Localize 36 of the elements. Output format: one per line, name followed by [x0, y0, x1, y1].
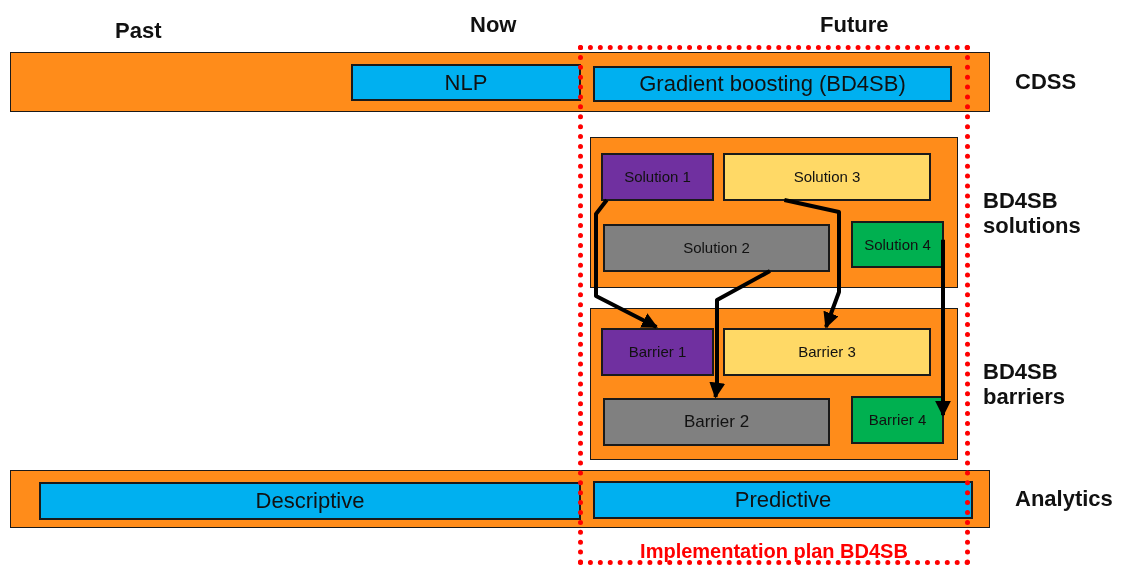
- group-heading: BD4SB solutions: [983, 187, 1082, 238]
- timeline-label: Future: [820, 12, 889, 38]
- box-label: Solution 4: [864, 235, 931, 254]
- group-heading: Implementation plan BD4SB: [639, 540, 909, 563]
- box-label: Barrier 1: [628, 343, 687, 361]
- process-box: [851, 221, 944, 268]
- box-label: Predictive: [734, 487, 832, 513]
- arrow: [935, 239, 951, 417]
- group-heading: Analytics: [1015, 486, 1114, 512]
- box-label: Descriptive: [255, 488, 365, 514]
- box-label: Solution 1: [624, 168, 691, 186]
- process-box: [351, 64, 581, 101]
- box-label: Solution 2: [683, 239, 750, 257]
- process-box: [603, 398, 830, 446]
- box-label: Solution 3: [793, 168, 861, 186]
- arrow: [594, 198, 658, 329]
- timeline-label: Now: [470, 12, 517, 38]
- process-box: [601, 153, 714, 201]
- process-box: [723, 153, 931, 201]
- timeline-label: Past: [115, 18, 162, 44]
- process-box: [603, 224, 830, 272]
- process-box: [593, 481, 973, 519]
- process-box: [851, 396, 944, 444]
- process-box: [593, 66, 952, 102]
- group-heading: CDSS: [1015, 69, 1078, 95]
- process-box: [601, 328, 714, 376]
- group-heading: BD4SB barriers: [983, 358, 1066, 410]
- arrow: [783, 198, 841, 329]
- box-label: NLP: [444, 69, 488, 96]
- arrow: [709, 269, 771, 399]
- box-label: Barrier 3: [798, 343, 856, 361]
- process-box: [723, 328, 931, 376]
- process-box: [39, 482, 581, 520]
- box-label: Gradient boosting (BD4SB): [639, 71, 906, 97]
- box-label: Barrier 4: [868, 411, 927, 429]
- box-label: Barrier 2: [683, 412, 750, 432]
